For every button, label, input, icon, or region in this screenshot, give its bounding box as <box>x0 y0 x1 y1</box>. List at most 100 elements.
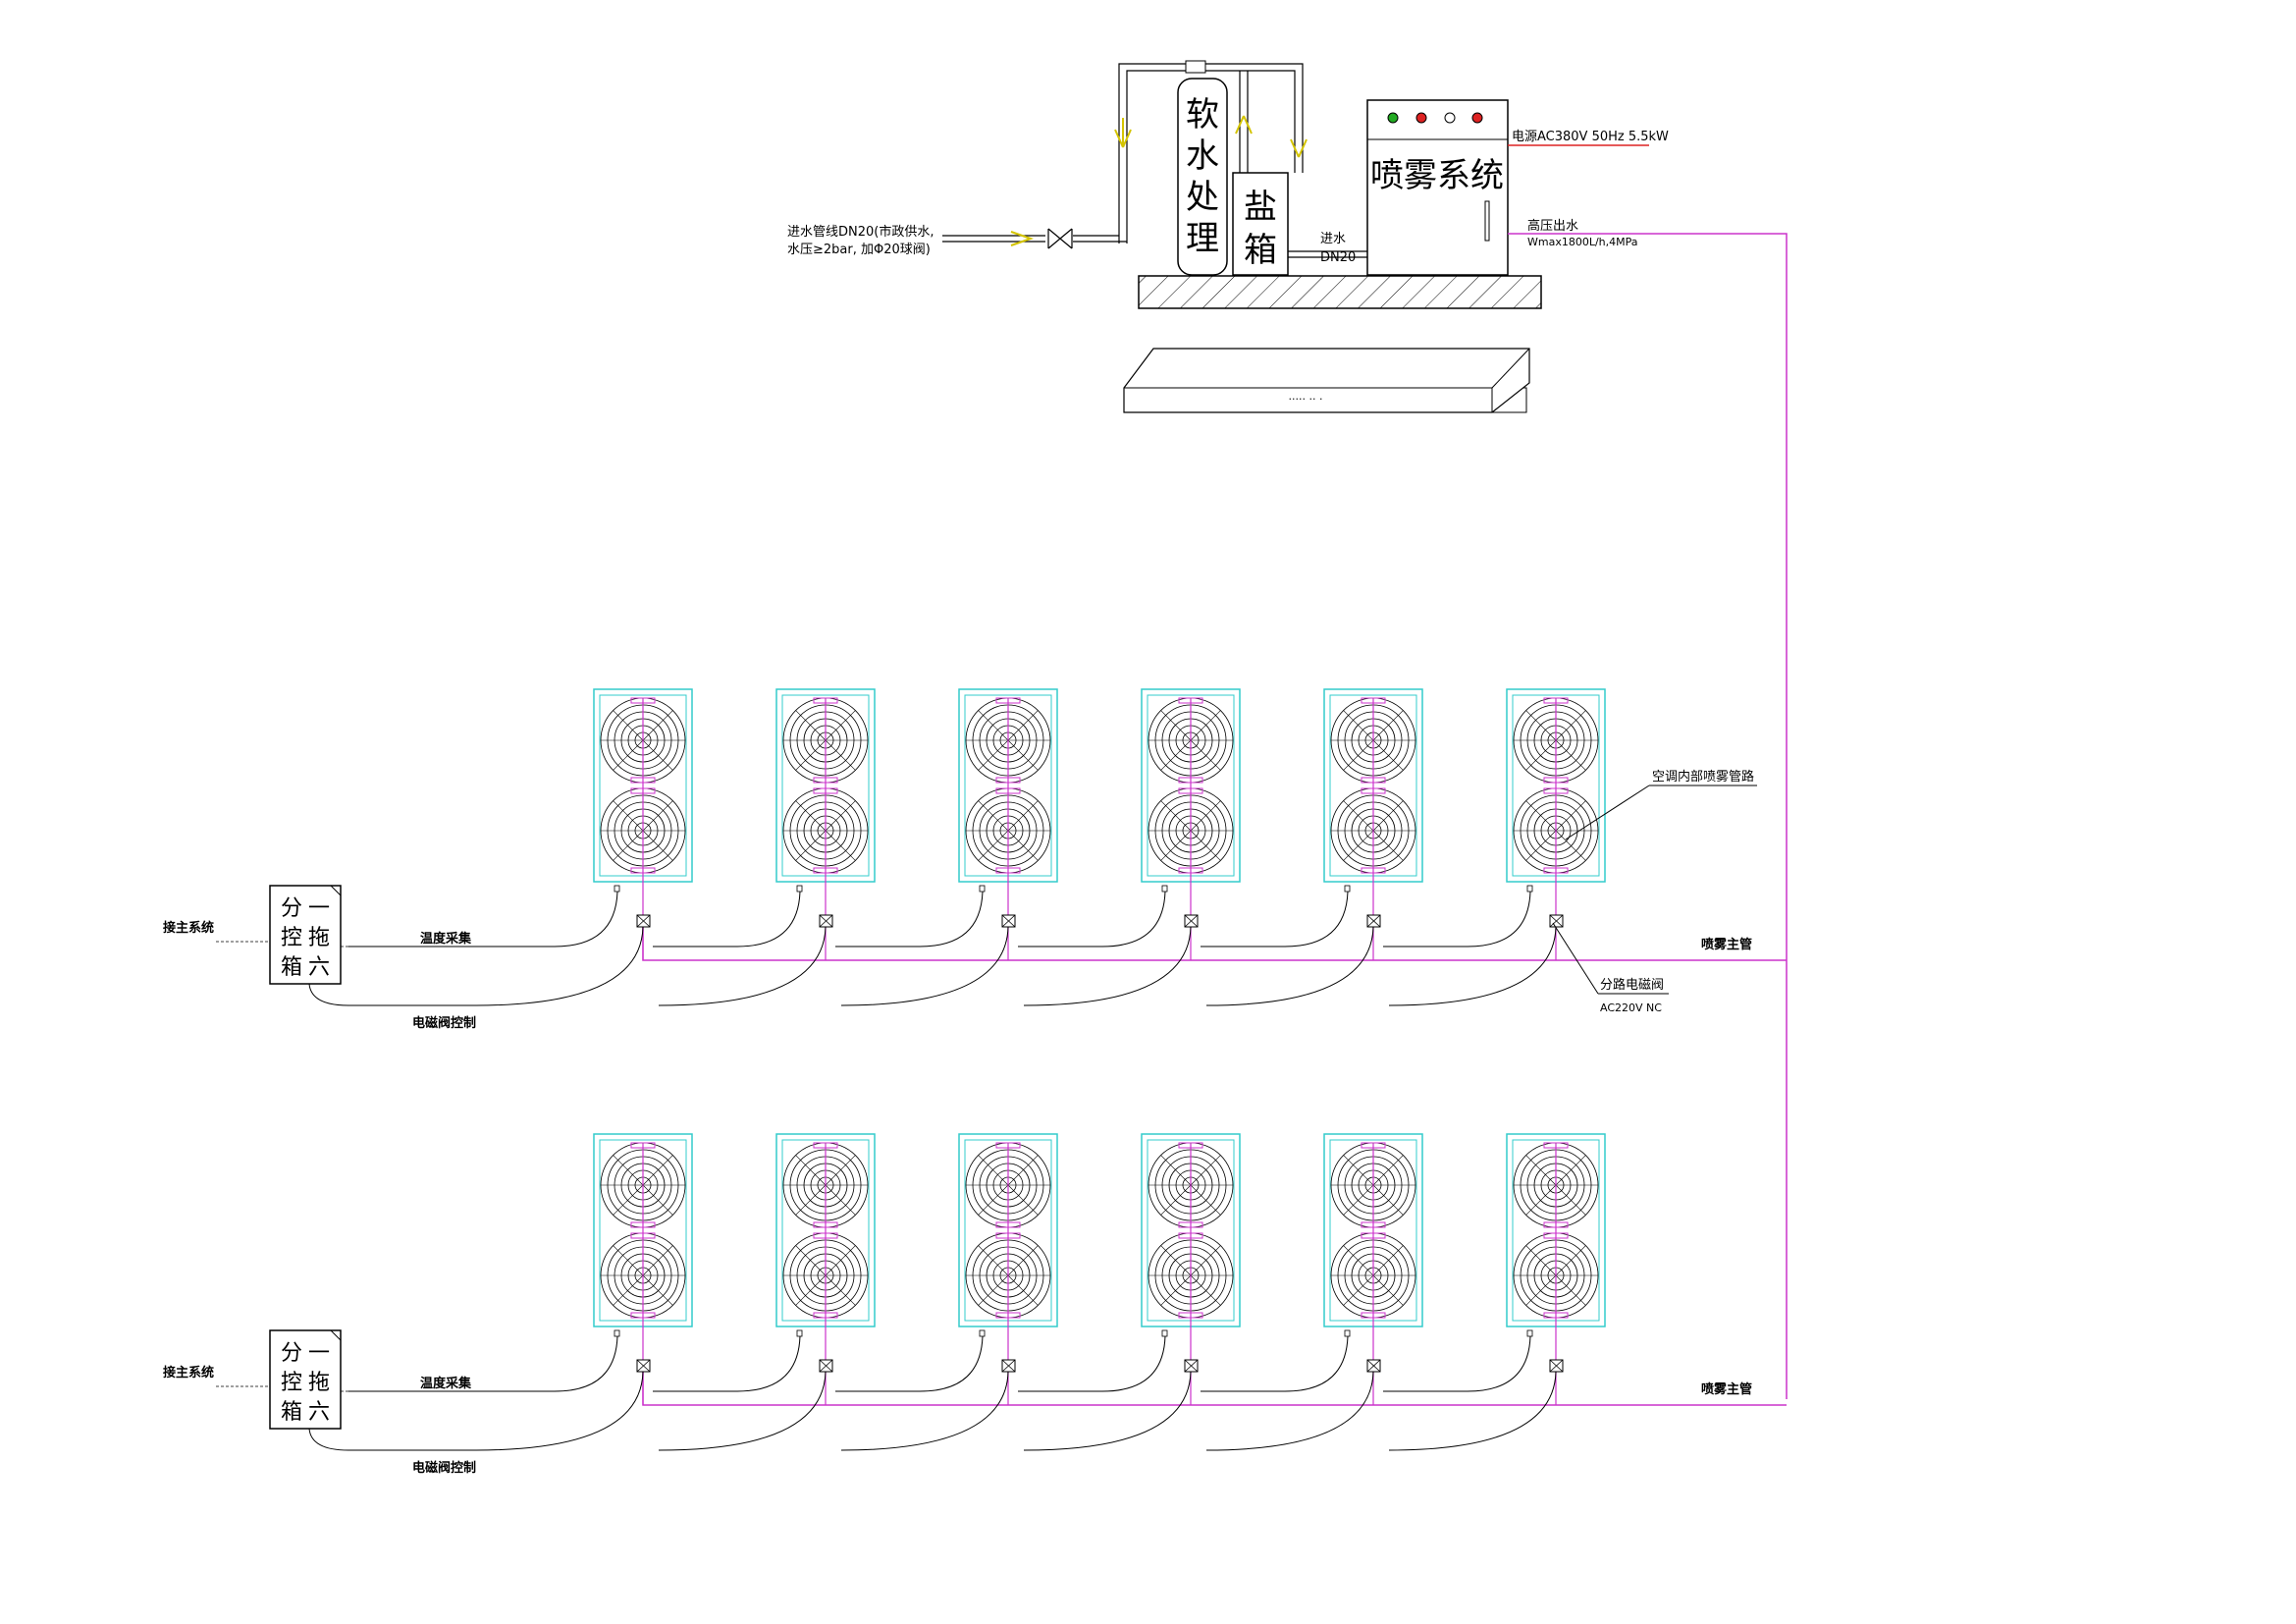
temp-collect-label: 温度采集 <box>420 931 472 947</box>
indicator-light-1 <box>1387 112 1399 124</box>
ac-unit-5 <box>1201 1133 1423 1451</box>
control-box-char-3: 箱 <box>281 1400 302 1425</box>
control-box-char-5: 拖 <box>308 1371 330 1395</box>
floor-slab <box>1138 275 1542 309</box>
internal-pipe-label: 空调内部喷雾管路 <box>1652 769 1754 785</box>
inlet-short-label-2: DN20 <box>1320 250 1356 265</box>
temp-sensor-icon <box>614 885 620 893</box>
top-valve-icon <box>1185 60 1206 74</box>
control-box-char-4: 一 <box>308 896 330 921</box>
control-box-char-2: 控 <box>281 1371 302 1395</box>
temp-sensor-icon <box>1526 885 1533 893</box>
control-box-char-5: 拖 <box>308 926 330 950</box>
inlet-short-label-1: 进水 <box>1320 232 1346 246</box>
temp-signal-line <box>1383 891 1531 947</box>
temp-sensor-icon <box>1344 1329 1351 1337</box>
valve-control-line <box>475 1371 644 1451</box>
ac-unit-3 <box>835 1133 1058 1451</box>
ac-unit-1 <box>348 1133 693 1451</box>
temp-signal-line <box>1201 1335 1349 1392</box>
control-box: 分控箱 一拖六 <box>269 1329 342 1430</box>
temp-signal-line <box>348 891 618 947</box>
temp-signal-line <box>1018 891 1166 947</box>
inlet-pipe <box>942 235 1127 243</box>
temp-sensor-icon <box>614 1329 620 1337</box>
to-main-label: 接主系统 <box>163 920 214 936</box>
softener-char-2: 水 <box>1186 136 1219 176</box>
softener-char-1: 软 <box>1186 95 1219 135</box>
softener-char-4: 理 <box>1186 219 1219 258</box>
gauge-icon <box>1484 200 1490 242</box>
control-box-char-6: 六 <box>308 955 330 980</box>
water-softener: 软 水 处 理 <box>1177 78 1228 276</box>
temp-sensor-icon <box>979 885 986 893</box>
temp-sensor-icon <box>1161 885 1168 893</box>
temp-collect-label: 温度采集 <box>420 1376 472 1391</box>
temp-sensor-icon <box>1526 1329 1533 1337</box>
ac-unit-5 <box>1201 688 1423 1006</box>
valve-label-line2: AC220V NC <box>1600 1001 1662 1014</box>
ac-unit-1 <box>348 688 693 1006</box>
control-box-char-4: 一 <box>308 1341 330 1366</box>
control-box: 分控箱 一拖六 <box>269 885 342 985</box>
inlet-label-line2: 水压≥2bar, 加Φ20球阀) <box>787 243 931 257</box>
unit-groups: 分控箱一拖六接主系统温度采集电磁阀控制喷雾主管分控箱一拖六接主系统温度采集电磁阀… <box>163 688 1787 1476</box>
valve-control-line <box>658 1371 827 1451</box>
platform-tray: ····· ·· · <box>1123 348 1530 413</box>
temp-sensor-icon <box>796 885 803 893</box>
valve-control-line <box>658 926 827 1006</box>
control-box-char-1: 分 <box>281 896 302 921</box>
valve-label-line1: 分路电磁阀 <box>1600 977 1664 993</box>
control-box-char-2: 控 <box>281 926 302 950</box>
temp-sensor-icon <box>979 1329 986 1337</box>
power-label: 电源AC380V 50Hz 5.5kW <box>1512 130 1669 144</box>
temp-signal-line <box>835 1335 984 1392</box>
valve-control-trunk <box>308 983 476 1006</box>
ac-unit-2 <box>653 688 876 1006</box>
valve-control-line <box>1388 926 1557 1006</box>
control-box-char-1: 分 <box>281 1341 302 1366</box>
tray-label: ····· ·· · <box>1289 393 1323 406</box>
ball-valve-icon <box>1047 228 1073 249</box>
control-box-char-3: 箱 <box>281 955 302 980</box>
branch-valve-annotation: 分路电磁阀 AC220V NC <box>1552 922 1669 1014</box>
to-main-label: 接主系统 <box>163 1365 214 1380</box>
indicator-light-3 <box>1444 112 1456 124</box>
temp-signal-line <box>653 1335 801 1392</box>
control-box-char-6: 六 <box>308 1400 330 1425</box>
valve-control-line <box>840 926 1009 1006</box>
spray-main-pipe <box>642 1366 1787 1406</box>
indicator-light-4 <box>1471 112 1483 124</box>
ac-unit-4 <box>1018 688 1241 1006</box>
outlet-label-2: Wmax1800L/h,4MPa <box>1527 236 1638 248</box>
valve-control-line <box>1205 926 1374 1006</box>
main-riser-pipe <box>1508 233 1788 1399</box>
feed-pipe <box>1288 250 1367 258</box>
valve-control-line <box>1205 1371 1374 1451</box>
spray-main-label: 喷雾主管 <box>1701 1381 1752 1397</box>
valve-control-line <box>1023 1371 1192 1451</box>
valve-control-line <box>1023 926 1192 1006</box>
internal-pipe-annotation: 空调内部喷雾管路 <box>1565 769 1757 840</box>
valve-control-trunk <box>308 1428 476 1451</box>
temp-signal-line <box>1383 1335 1531 1392</box>
ac-unit-3 <box>835 688 1058 1006</box>
outlet-label-1: 高压出水 <box>1527 218 1578 234</box>
valve-control-line <box>1388 1371 1557 1451</box>
inlet-label-line1: 进水管线DN20(市政供水, <box>787 224 934 240</box>
ac-unit-2 <box>653 1133 876 1451</box>
temp-signal-line <box>835 891 984 947</box>
salt-box-char-2: 箱 <box>1244 231 1277 270</box>
salt-box-char-1: 盐 <box>1244 188 1277 227</box>
temp-sensor-icon <box>1161 1329 1168 1337</box>
mist-system-cabinet: 喷雾系统 <box>1366 99 1509 276</box>
temp-sensor-icon <box>796 1329 803 1337</box>
mist-system-label: 喷雾系统 <box>1370 156 1504 195</box>
valve-control-label: 电磁阀控制 <box>412 1015 476 1031</box>
temp-signal-line <box>348 1335 618 1392</box>
valve-control-label: 电磁阀控制 <box>412 1460 476 1476</box>
temp-signal-line <box>1201 891 1349 947</box>
valve-control-line <box>840 1371 1009 1451</box>
